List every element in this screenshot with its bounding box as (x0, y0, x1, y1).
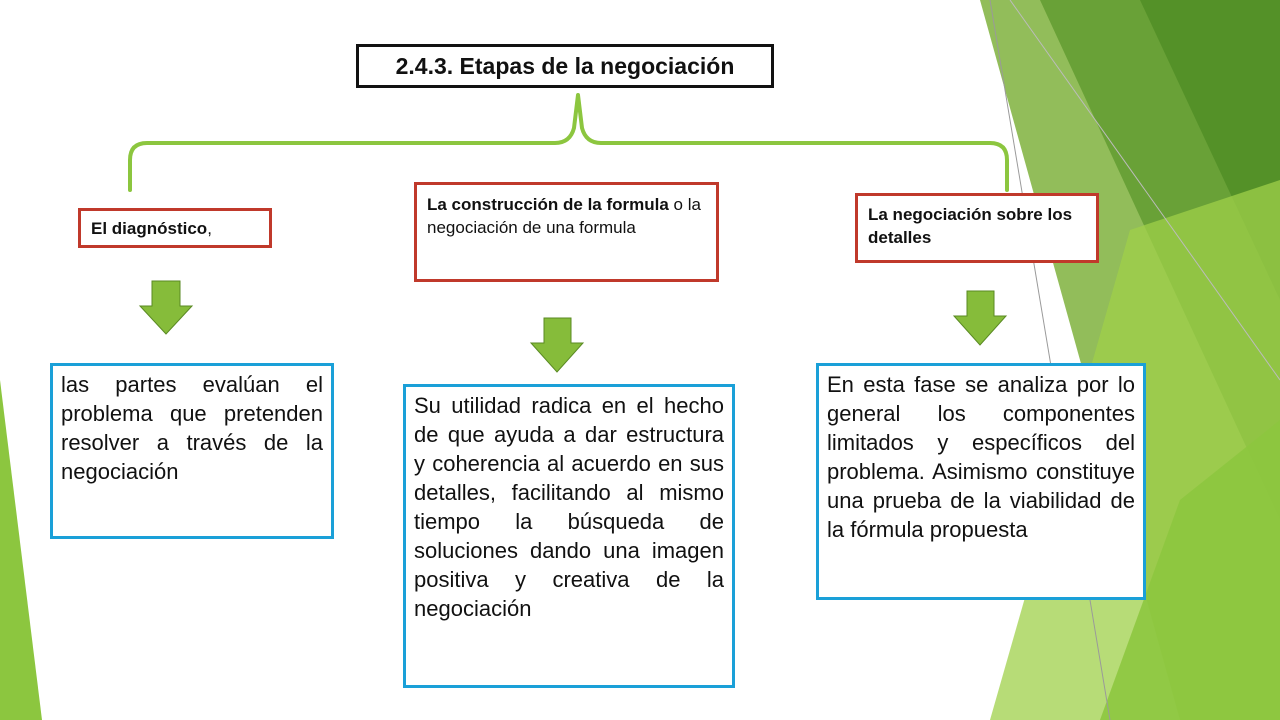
stage-label-bold: El diagnóstico (91, 218, 208, 238)
stage-box-diagnostico: El diagnóstico, (78, 208, 272, 248)
decor-facet-left (0, 380, 42, 720)
stage-label-bold: La negociación sobre los detalles (868, 205, 1073, 247)
decor-line (989, 0, 1111, 720)
stage-label-normal: o la negociación de una formula (427, 195, 701, 237)
description-diagnostico: las partes evalúan el problema que prete… (50, 363, 334, 539)
down-arrow-icon (952, 290, 1008, 346)
down-arrow-icon (138, 280, 194, 335)
stage-label-normal: , (207, 218, 212, 238)
down-arrow-icon (529, 317, 585, 373)
diagram-title: 2.4.3. Etapas de la negociación (356, 44, 774, 88)
description-construccion: Su utilidad radica en el hecho de que ay… (403, 384, 735, 688)
stage-box-construccion: La construcción de la formula o la negoc… (414, 182, 719, 282)
stage-box-detalles: La negociación sobre los detalles (855, 193, 1099, 263)
stage-label-bold: La construcción de la formula (427, 195, 669, 214)
brace-connector (128, 93, 1009, 192)
description-detalles: En esta fase se analiza por lo general l… (816, 363, 1146, 600)
decor-facet (1100, 420, 1280, 720)
decor-line (1009, 0, 1280, 381)
